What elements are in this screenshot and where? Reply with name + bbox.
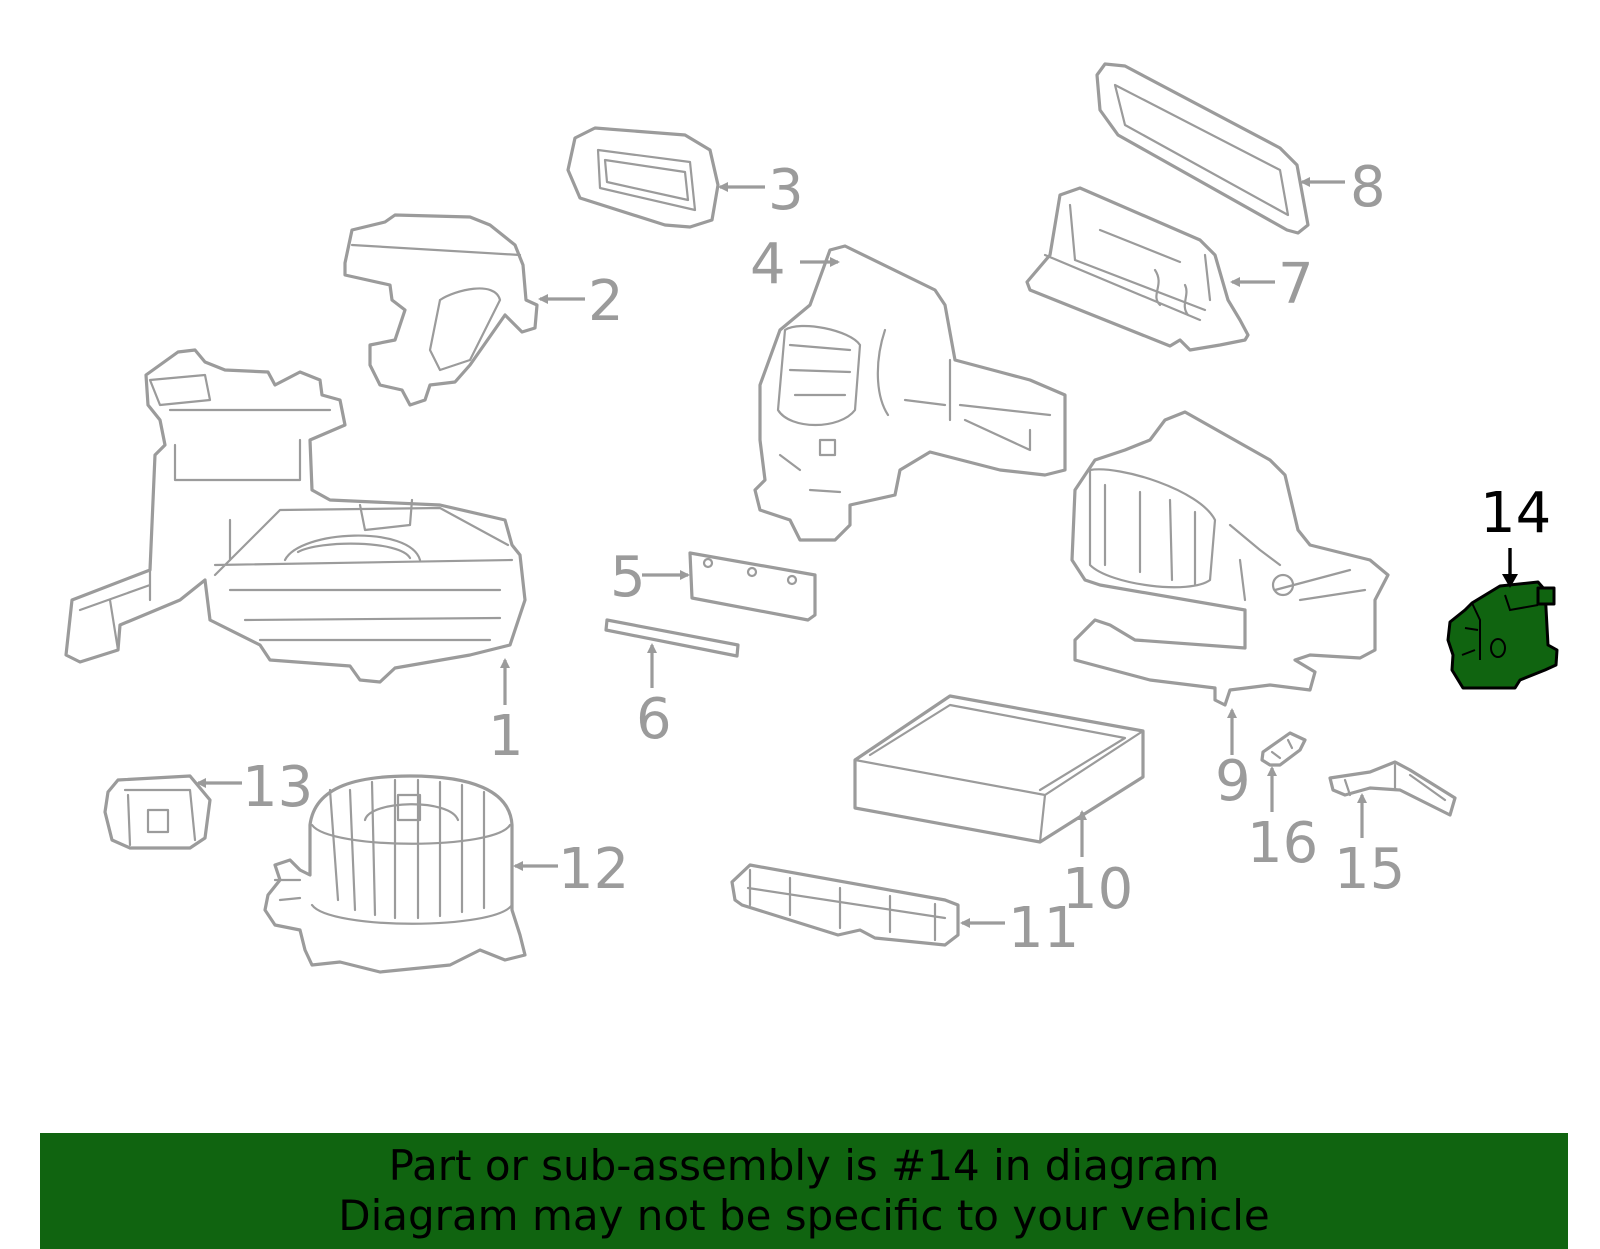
part-2-duct[interactable]: [343, 213, 539, 407]
callout-7: 7: [1278, 252, 1314, 317]
callout-4: 4: [750, 232, 786, 297]
callout-14: 14: [1480, 481, 1551, 546]
banner-line-2: Diagram may not be specific to your vehi…: [338, 1191, 1270, 1240]
callout-1: 1: [488, 704, 524, 769]
callout-11: 11: [1008, 896, 1079, 961]
callout-2: 2: [588, 269, 624, 334]
callout-6: 6: [636, 687, 672, 752]
callout-5: 5: [610, 545, 646, 610]
part-11-grille[interactable]: [730, 863, 960, 947]
part-5-plate[interactable]: [688, 551, 817, 622]
part-16-clip[interactable]: [1260, 731, 1307, 767]
callout-9: 9: [1215, 749, 1251, 814]
callout-15: 15: [1334, 837, 1405, 902]
part-3-seal[interactable]: [566, 126, 720, 229]
banner-line-1: Part or sub-assembly is #14 in diagram: [388, 1141, 1220, 1190]
callout-3: 3: [768, 158, 804, 223]
callout-10: 10: [1062, 857, 1133, 922]
part-6-strip[interactable]: [604, 618, 740, 658]
part-12-blower-motor[interactable]: [263, 774, 527, 974]
callout-13: 13: [242, 755, 313, 820]
part-13-resistor[interactable]: [103, 774, 212, 850]
part-7-filter-housing[interactable]: [1025, 186, 1250, 352]
part-8-frame[interactable]: [1095, 62, 1310, 235]
part-10-filter[interactable]: [853, 694, 1145, 844]
part-4-housing[interactable]: [753, 244, 1067, 542]
part-9-evap-case[interactable]: [1070, 410, 1390, 707]
part-14-actuator-highlighted[interactable]: [1446, 580, 1559, 690]
callout-12: 12: [558, 837, 629, 902]
callout-8: 8: [1350, 155, 1386, 220]
part-15-bracket[interactable]: [1328, 760, 1457, 817]
callout-16: 16: [1247, 811, 1318, 876]
part-1-blower-case[interactable]: [64, 348, 527, 684]
info-banner: Part or sub-assembly is #14 in diagram D…: [40, 1133, 1568, 1249]
